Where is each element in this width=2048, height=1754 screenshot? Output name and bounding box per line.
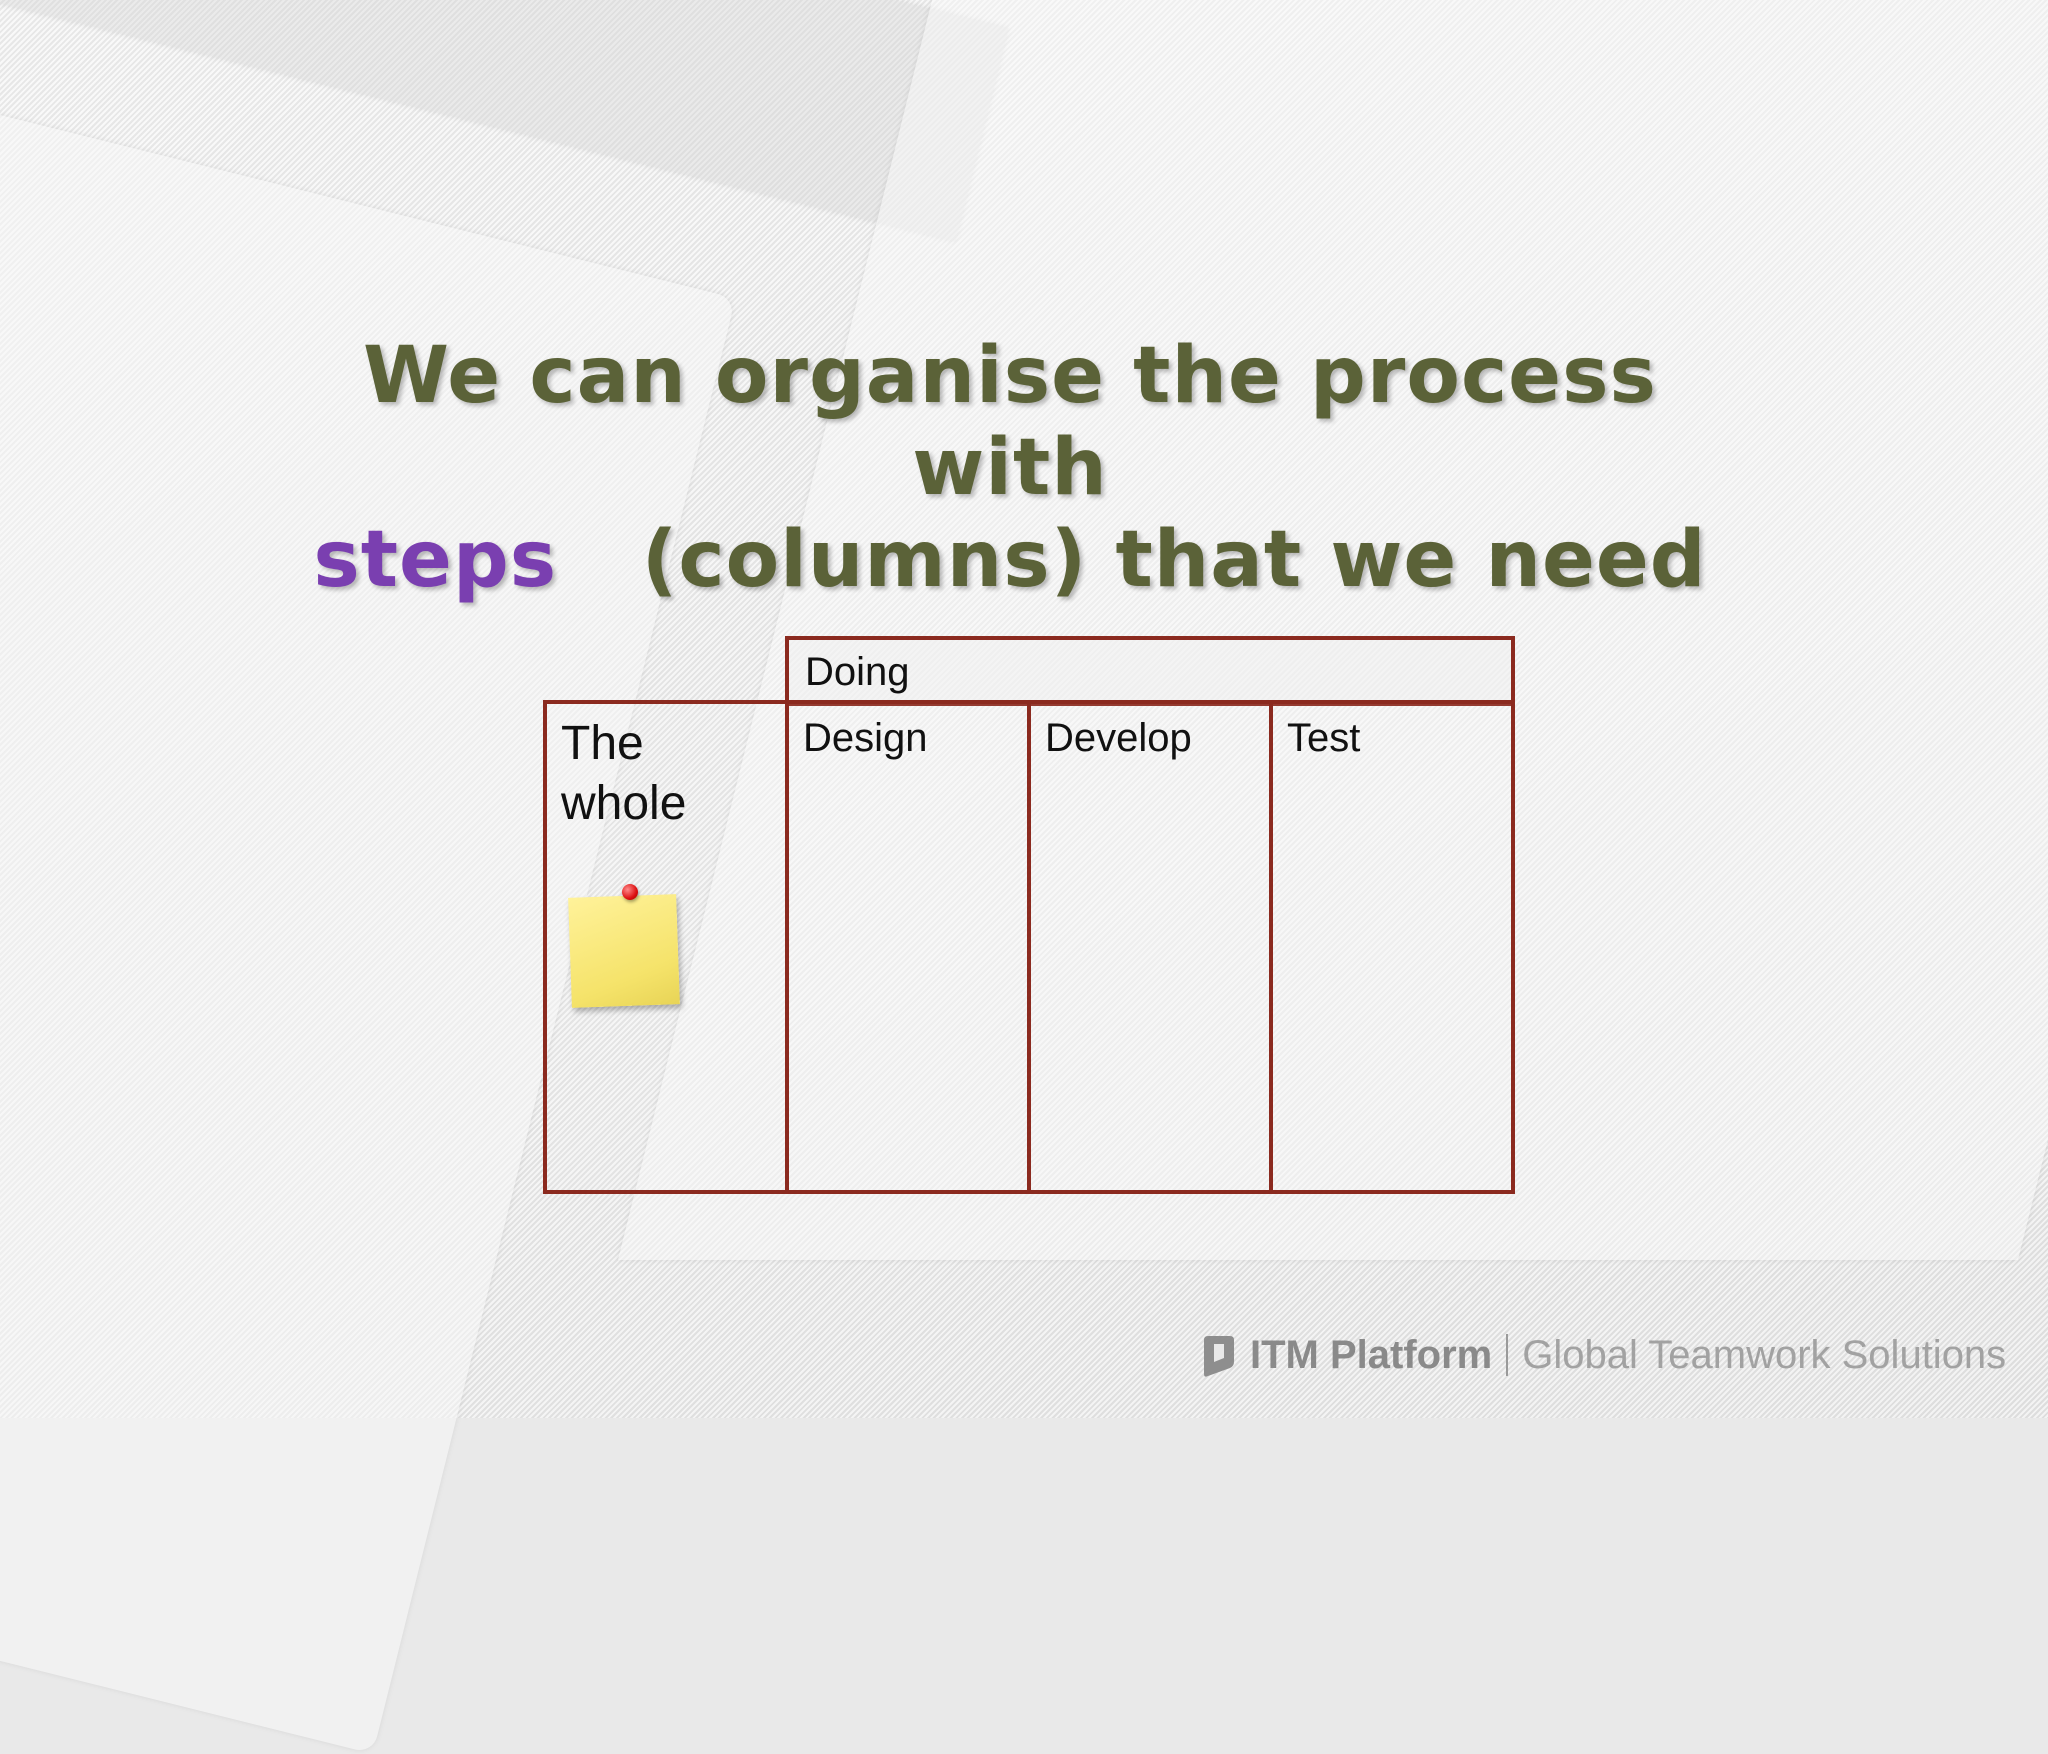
column-design: Design	[785, 700, 1031, 1194]
column-label: Design	[803, 716, 928, 760]
brand-separator	[1506, 1334, 1509, 1376]
brand-tagline: Global Teamwork Solutions	[1522, 1332, 2007, 1377]
column-label: The whole	[561, 717, 687, 830]
title-line-2-rest: (columns) that we need	[641, 515, 1707, 605]
kanban-board: Doing The whole Design Develop Test	[543, 636, 1515, 1194]
doing-label: Doing	[805, 650, 910, 694]
footer-brand: ITM Platform Global Teamwork Solutions	[1200, 1330, 2006, 1380]
column-label: Test	[1287, 716, 1361, 760]
sticky-note	[568, 894, 680, 1008]
doing-group-header: Doing	[785, 636, 1515, 706]
slide-title: We can organise the process with steps (…	[300, 330, 1720, 606]
column-test: Test	[1269, 700, 1515, 1194]
title-line-2: steps (columns) that we need	[300, 514, 1720, 606]
brand-name: ITM Platform	[1250, 1332, 1493, 1377]
itm-logo-icon	[1204, 1336, 1234, 1377]
title-highlight: steps	[313, 515, 558, 605]
pushpin-icon	[622, 884, 638, 900]
column-develop: Develop	[1027, 700, 1273, 1194]
column-label: Develop	[1045, 716, 1192, 760]
title-line-1: We can organise the process with	[363, 331, 1657, 513]
